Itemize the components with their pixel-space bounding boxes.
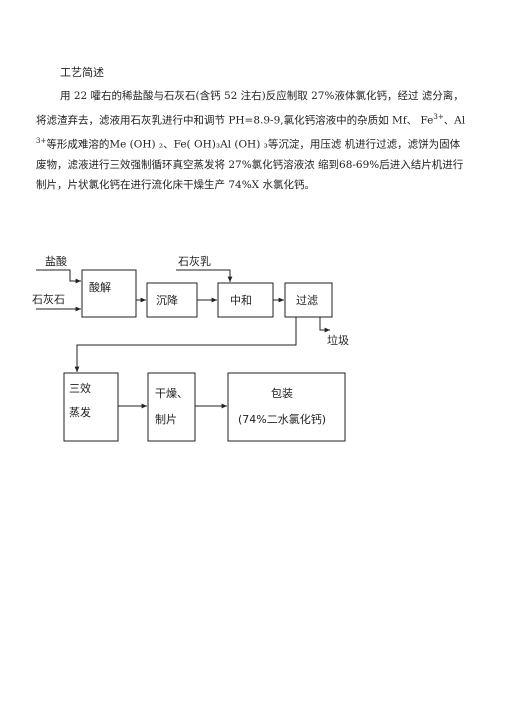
desc-part-2: 、Al xyxy=(443,114,466,126)
evaporate-box xyxy=(63,372,119,442)
waste-label: 垃圾 xyxy=(327,333,349,347)
fe-charge: 3+ xyxy=(433,112,444,121)
process-description: 用 22 嚯右的稀盐酸与石灰石(含钙 52 注右)反应制取 27%液体氯化钙，经… xyxy=(36,86,468,196)
pack-label-1: 包装 xyxy=(271,387,293,400)
section-title: 工艺简述 xyxy=(60,66,104,79)
pack-box xyxy=(227,372,346,442)
limestone-label: 石灰石 xyxy=(32,292,65,306)
neutralize-label: 中和 xyxy=(230,294,252,307)
hcl-label: 盐酸 xyxy=(45,254,67,268)
desc-part-1: 用 22 嚯右的稀盐酸与石灰石(含钙 52 注右)反应制取 27%液体氯化钙，经… xyxy=(36,90,464,126)
desc-part-3: 等形成难溶的Me (OH) ₂、Fe( OH)₃Al (OH) ₃等沉淀，用压滤… xyxy=(36,138,464,191)
waste-arrow xyxy=(319,317,330,333)
dissolve-label: 酸解 xyxy=(89,280,111,294)
dry-box xyxy=(147,372,196,442)
filter-label: 过滤 xyxy=(296,294,318,307)
pack-label-2: (74%二水氯化钙) xyxy=(238,412,326,426)
evaporate-label-2: 蒸发 xyxy=(69,405,91,419)
dry-label-1: 干燥、 xyxy=(155,387,188,400)
hcl-arrow xyxy=(36,269,81,284)
evaporate-label-1: 三效 xyxy=(69,381,91,395)
dissolve-box xyxy=(81,269,137,318)
lime-milk-arrow xyxy=(176,269,233,282)
filter-box xyxy=(284,282,333,318)
dry-label-2: 制片 xyxy=(155,413,177,426)
al-charge: 3+ xyxy=(36,136,47,145)
lime-milk-label: 石灰乳 xyxy=(178,254,211,268)
filter-to-evaporate-arrow xyxy=(74,317,297,372)
settle-label: 沉降 xyxy=(156,293,178,307)
